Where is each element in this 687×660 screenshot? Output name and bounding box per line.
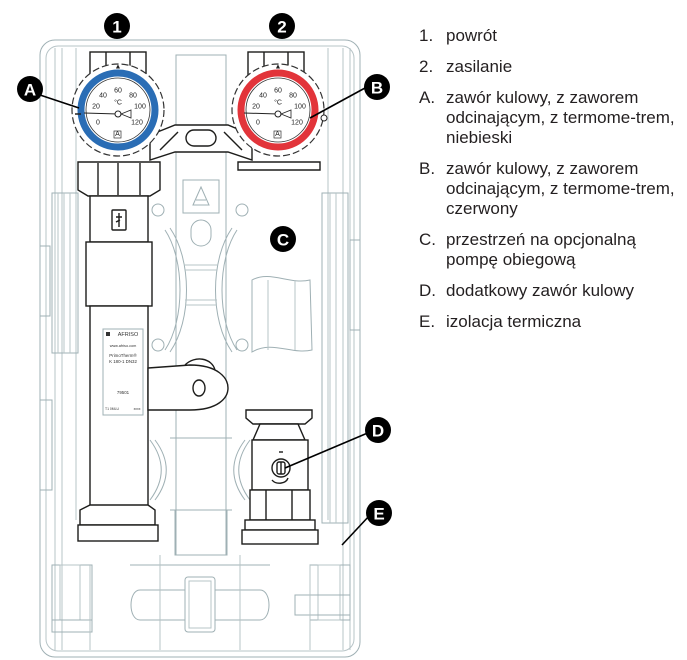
svg-text:0: 0 <box>256 120 260 127</box>
svg-text:A: A <box>275 131 280 138</box>
bypass-connector <box>147 358 229 411</box>
svg-text:K 180-1 DN32: K 180-1 DN32 <box>109 359 137 364</box>
svg-text:100: 100 <box>134 104 146 111</box>
svg-text:A: A <box>24 81 36 100</box>
legend-list: 1. powrót 2. zasilanie A. zawór kulowy, z z… <box>419 26 687 343</box>
svg-text:PrimoTherm®: PrimoTherm® <box>109 353 137 358</box>
svg-text:B: B <box>371 79 383 98</box>
svg-text:40: 40 <box>99 93 107 100</box>
pump-group-illustration: AFRISO www.afriso.com PrimoTherm® K 180-… <box>17 13 392 658</box>
svg-text:20: 20 <box>252 104 260 111</box>
legend-item-2: 2. zasilanie <box>419 57 687 77</box>
svg-text:°C: °C <box>114 99 122 107</box>
product-label-plate: AFRISO www.afriso.com PrimoTherm® K 180-… <box>102 328 144 416</box>
thermometer-valve-return: ▲ 0 20 40 60 80 100 120 °C A <box>71 63 165 157</box>
callout-a: A <box>17 76 43 102</box>
callout-1: 1 <box>104 13 130 39</box>
leader-lines <box>39 87 371 546</box>
callout-2: 2 <box>269 13 295 39</box>
legend-marker: 1. <box>419 26 434 45</box>
legend-marker: 2. <box>419 57 434 76</box>
svg-text:60: 60 <box>274 88 282 95</box>
dial-scale-supply: 0 20 40 60 80 100 120 <box>252 88 306 127</box>
svg-text:79501: 79501 <box>117 390 130 395</box>
svg-text:120: 120 <box>291 120 303 127</box>
svg-text:▲: ▲ <box>115 64 122 71</box>
thermometer-valve-supply: ▲ 0 20 40 60 80 100 120 °C A <box>231 63 328 157</box>
svg-text:0: 0 <box>96 120 100 127</box>
legend-text: izolacja termiczna <box>446 312 582 331</box>
legend-marker: D. <box>419 281 436 300</box>
svg-text:2: 2 <box>277 18 286 37</box>
svg-text:E: E <box>373 505 384 524</box>
callout-d: D <box>365 417 391 443</box>
legend-marker: A. <box>419 88 436 107</box>
legend-item-b: B. zawór kulowy, z zaworem odcinającym, z… <box>419 159 687 219</box>
legend-text: zawór kulowy, z zaworem odcinającym, z t… <box>446 159 675 218</box>
legend-item-a: A. zawór kulowy, z zaworem odcinającym, z… <box>419 88 687 148</box>
valve-handle-bridge <box>149 124 253 161</box>
dial-scale-return: 0 20 40 60 80 100 120 <box>92 88 146 127</box>
legend-text: przestrzeń na opcjonalną pompę obiegową <box>446 230 636 269</box>
callout-b: B <box>364 74 390 100</box>
legend-text: powrót <box>446 26 498 45</box>
svg-text:80: 80 <box>129 93 137 100</box>
thermal-insulation <box>39 39 361 658</box>
return-pipe: AFRISO www.afriso.com PrimoTherm® K 180-… <box>77 161 161 542</box>
svg-text:D: D <box>372 422 384 441</box>
legend-item-1: 1. powrót <box>419 26 687 46</box>
legend-text: dodatkowy zawór kulowy <box>446 281 635 300</box>
legend-text: zawór kulowy, z zaworem odcinającym, z t… <box>446 88 675 147</box>
svg-text:C: C <box>277 231 289 250</box>
svg-text:°C: °C <box>274 99 282 107</box>
legend-item-c: C. przestrzeń na opcjonalną pompę obiegow… <box>419 230 687 270</box>
supply-pipe <box>237 161 321 545</box>
svg-text:xxxx: xxxx <box>134 407 141 411</box>
svg-text:100: 100 <box>294 104 306 111</box>
svg-text:20: 20 <box>92 104 100 111</box>
svg-text:T1 0MLU: T1 0MLU <box>105 407 119 411</box>
svg-text:www.afriso.com: www.afriso.com <box>110 344 137 348</box>
svg-text:40: 40 <box>259 93 267 100</box>
svg-text:80: 80 <box>289 93 297 100</box>
callout-e: E <box>366 500 392 526</box>
svg-text:▲: ▲ <box>275 64 282 71</box>
legend-marker: B. <box>419 159 436 178</box>
svg-text:AFRISO: AFRISO <box>118 332 139 338</box>
legend-marker: C. <box>419 230 436 249</box>
legend-item-e: E. izolacja termiczna <box>419 312 687 332</box>
svg-text:120: 120 <box>131 120 143 127</box>
legend-text: zasilanie <box>446 57 513 76</box>
legend-marker: E. <box>419 312 436 331</box>
svg-text:1: 1 <box>112 18 121 37</box>
legend-item-d: D. dodatkowy zawór kulowy <box>419 281 687 301</box>
svg-text:A: A <box>115 131 120 138</box>
svg-text:60: 60 <box>114 88 122 95</box>
callout-c: C <box>270 226 296 252</box>
